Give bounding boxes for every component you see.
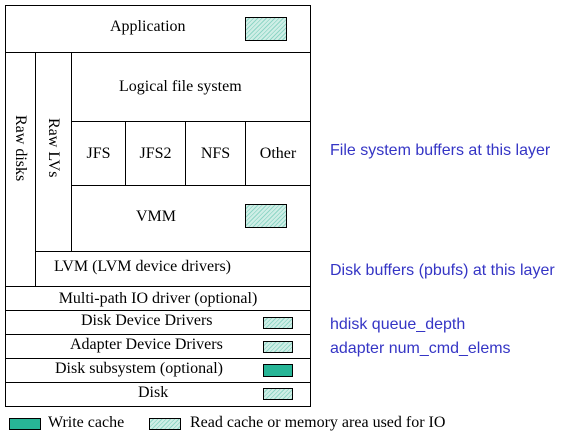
lvm-label: LVM (LVM device drivers) [54, 258, 232, 275]
disk-read-cache-swatch [263, 388, 293, 400]
fs-buffers-annotation: File system buffers at this layer [330, 142, 551, 159]
disk-label: Disk [138, 384, 169, 401]
disk-buffers-annotation: Disk buffers (pbufs) at this layer [330, 262, 555, 279]
lvm-layer [35, 251, 311, 287]
fs-type-nfs: NFS [185, 121, 246, 186]
disk-device-drivers-label: Disk Device Drivers [81, 312, 213, 329]
fs-type-other-label: Other [259, 144, 297, 162]
legend-write-cache-label: Write cache [48, 414, 125, 431]
application-label: Application [110, 18, 186, 35]
vmm-read-cache-swatch [245, 204, 287, 228]
adapter-device-drivers-read-cache-swatch [263, 341, 293, 353]
disk-subsystem-write-cache-swatch [263, 364, 293, 377]
vmm-label: VMM [136, 208, 177, 225]
multipath-label: Multi-path IO driver (optional) [58, 289, 258, 307]
disk-layer [5, 382, 311, 407]
disk-device-drivers-read-cache-swatch [263, 317, 293, 329]
fs-type-jfs2-label: JFS2 [139, 144, 172, 162]
logical-file-system-label: Logical file system [119, 78, 242, 95]
logical-file-system-layer [71, 52, 311, 122]
disk-device-drivers-layer [5, 310, 311, 335]
legend-read-cache-label: Read cache or memory area used for IO [190, 414, 446, 431]
num-cmd-elems-annotation: adapter num_cmd_elems [330, 340, 511, 357]
legend-write-cache-swatch [9, 418, 41, 430]
disk-subsystem-layer [5, 358, 311, 383]
application-read-cache-swatch [245, 17, 287, 41]
adapter-device-drivers-label: Adapter Device Drivers [70, 336, 223, 353]
multipath-layer: Multi-path IO driver (optional) [5, 286, 311, 311]
fs-type-nfs-label: NFS [200, 144, 231, 162]
disk-subsystem-label: Disk subsystem (optional) [55, 360, 223, 377]
adapter-device-drivers-layer [5, 334, 311, 359]
raw-lvs-label: Raw LVs [45, 118, 62, 178]
raw-disks-column [5, 52, 36, 287]
queue-depth-annotation: hdisk queue_depth [330, 316, 466, 333]
legend-read-cache-swatch [149, 418, 181, 430]
fs-type-jfs-label: JFS [86, 144, 111, 162]
fs-type-jfs2: JFS2 [125, 121, 186, 186]
raw-disks-label: Raw disks [12, 115, 29, 182]
fs-type-jfs: JFS [71, 121, 126, 186]
fs-type-other: Other [245, 121, 311, 186]
